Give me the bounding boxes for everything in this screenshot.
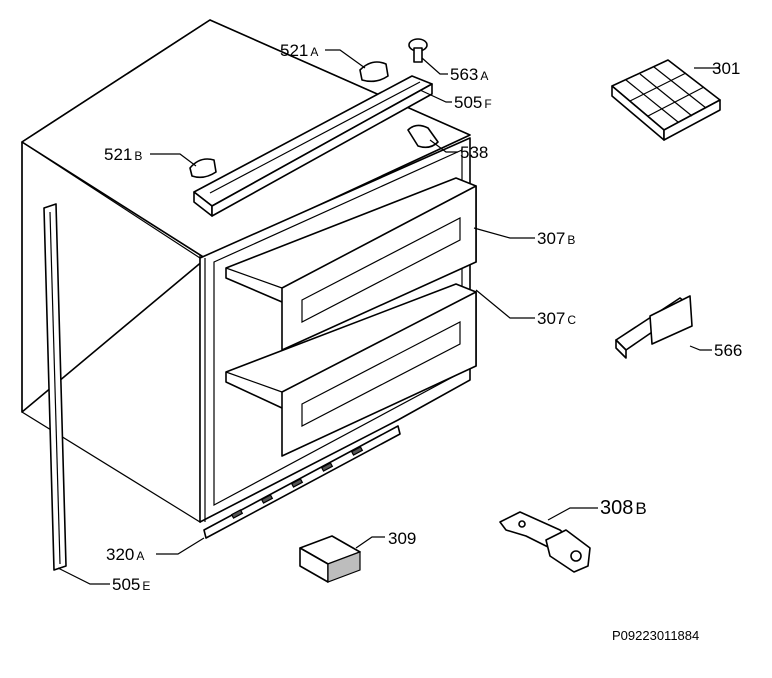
door-seal-505e xyxy=(43,203,67,571)
drawing-code: P09223011884 xyxy=(612,628,699,643)
label-566: 566 xyxy=(714,341,742,360)
box-309 xyxy=(299,535,361,583)
hinge-cover-521b xyxy=(189,158,217,179)
ice-tray-301 xyxy=(611,59,721,141)
drawer-307c xyxy=(225,283,477,457)
part-566 xyxy=(615,295,693,359)
part-538 xyxy=(407,124,439,149)
hinge-cover-521a xyxy=(359,61,389,83)
drawer-307b xyxy=(225,177,477,351)
bottom-rail-320a xyxy=(203,425,401,539)
label-309: 309 xyxy=(388,529,416,548)
leader-lines xyxy=(57,49,720,585)
plug-563a xyxy=(408,38,428,63)
label-538: 538 xyxy=(460,143,488,162)
top-rail-505f xyxy=(193,75,433,217)
hinge-308b xyxy=(499,511,591,573)
label-301: 301 xyxy=(712,59,740,78)
